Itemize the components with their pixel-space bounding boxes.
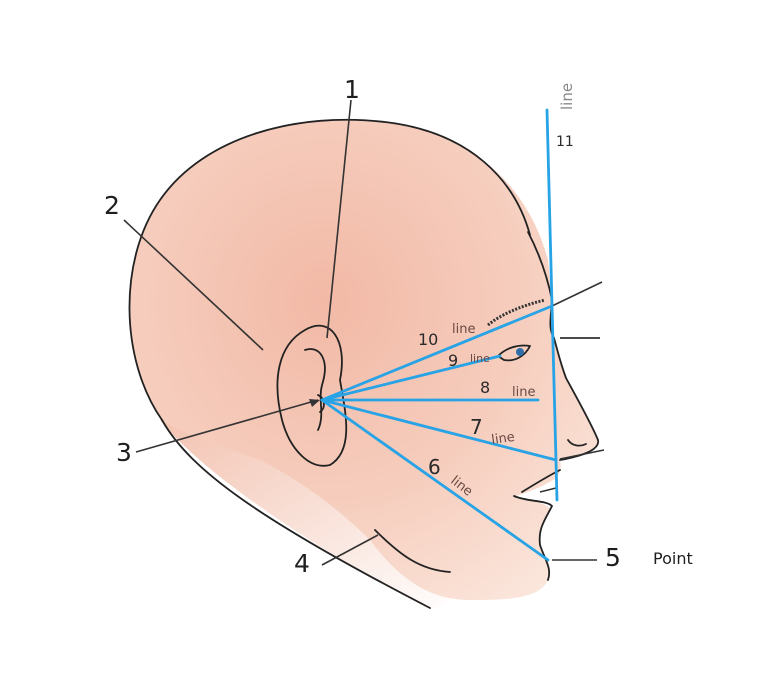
line-7-word: line	[490, 430, 515, 448]
line-6	[320, 398, 550, 562]
tick-brow	[551, 281, 603, 307]
line-11-word: line	[558, 83, 576, 110]
iris	[516, 348, 524, 356]
eye	[497, 344, 531, 362]
callout-3-arrowhead	[309, 399, 320, 407]
line-7-number: 7	[470, 415, 483, 439]
face-profile-outline	[527, 231, 599, 461]
line-10-word: line	[452, 322, 475, 337]
ear	[276, 324, 348, 467]
nostril	[567, 439, 587, 447]
jaw-outline	[374, 529, 451, 573]
callout-5-point-label: Point	[653, 549, 693, 568]
callout-1: 1	[344, 75, 360, 104]
ear-inner	[304, 348, 326, 431]
skull-outline	[128, 118, 531, 421]
line-9	[320, 354, 502, 402]
callout-2: 2	[104, 191, 120, 220]
line-10-number: 10	[418, 330, 438, 349]
head-skin	[129, 119, 599, 600]
callout-4-leader	[321, 534, 379, 566]
tick-subnasal	[559, 449, 605, 460]
line-9-number: 9	[448, 351, 458, 370]
line-10	[320, 304, 554, 402]
callout-1-leader	[326, 99, 352, 339]
line-11	[545, 108, 559, 502]
callout-2-leader	[123, 219, 264, 351]
line-8-word: line	[512, 385, 535, 400]
line-8-number: 8	[480, 378, 490, 397]
neck-outline	[161, 419, 431, 609]
tragus	[317, 394, 325, 413]
line-7	[320, 398, 558, 462]
callout-3: 3	[116, 438, 132, 467]
callout-4: 4	[294, 549, 310, 578]
tick-lip	[539, 487, 557, 493]
line-9-word: line	[470, 352, 490, 365]
callout-3-leader	[135, 399, 319, 453]
line-11-number: 11	[556, 134, 574, 150]
line-6-number: 6	[428, 455, 441, 479]
callout-5: 5	[605, 543, 621, 572]
eyebrow	[487, 298, 546, 327]
